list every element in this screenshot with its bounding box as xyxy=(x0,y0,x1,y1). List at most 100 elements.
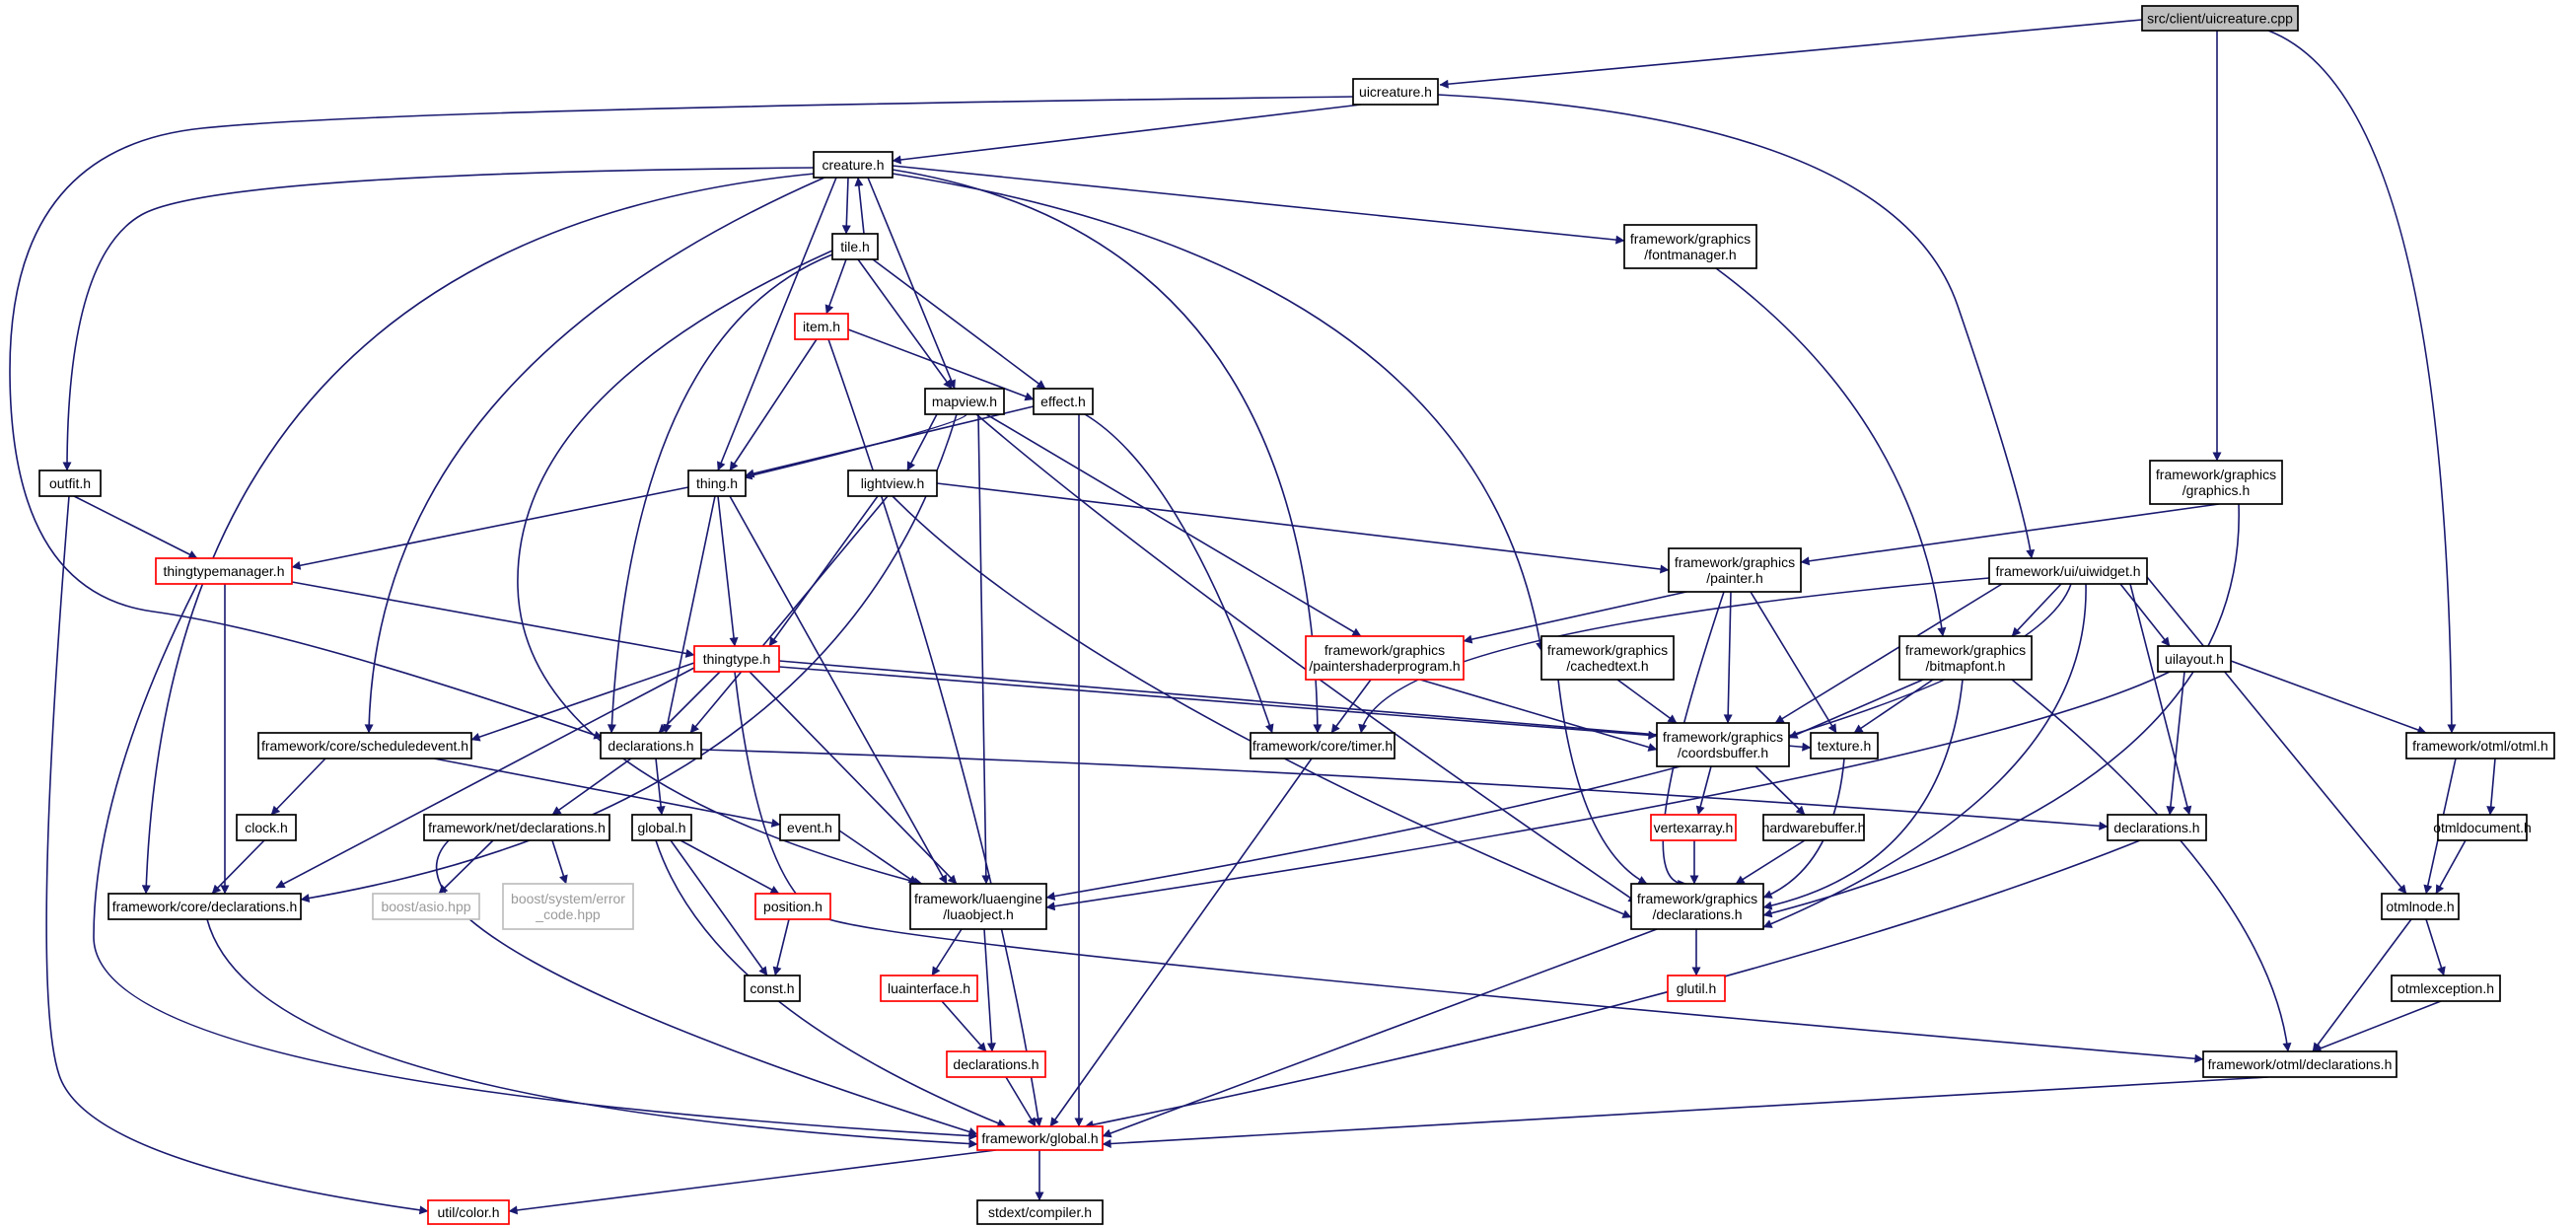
node-outfit-h[interactable]: outfit.h xyxy=(38,470,102,497)
edge-bitmapfont-h-to-coordsbuffer-h xyxy=(1788,679,1924,739)
node-color-h[interactable]: util/color.h xyxy=(427,1199,510,1225)
node-clock-h[interactable]: clock.h xyxy=(236,814,297,841)
node-declarations-h[interactable]: declarations.h xyxy=(600,732,702,759)
node-label: /paintershaderprogram.h xyxy=(1309,658,1460,674)
node-lua-declarations-h[interactable]: declarations.h xyxy=(946,1050,1046,1078)
node-glutil-h[interactable]: glutil.h xyxy=(1667,975,1726,1002)
node-label: /cachedtext.h xyxy=(1566,658,1648,674)
node-label: framework/core/timer.h xyxy=(1252,738,1393,754)
edge-texture-h-to-gfx-declarations-h xyxy=(1762,758,1845,899)
edge-uiwidget-h-to-gfx-declarations-h xyxy=(1762,583,2087,928)
node-item-h[interactable]: item.h xyxy=(794,313,849,340)
edge-bitmapfont-h-to-texture-h xyxy=(1853,679,1934,734)
node-uicreature-cpp[interactable]: src/client/uicreature.cpp xyxy=(2141,5,2299,32)
node-label: framework/luaengine xyxy=(914,891,1042,906)
edge-timer-h-to-fw-global-h xyxy=(1049,758,1313,1127)
edge-scheduledevent-h-to-event-h xyxy=(433,758,781,828)
node-box xyxy=(1656,722,1790,767)
node-otmldocument-h[interactable]: otmldocument.h xyxy=(2433,814,2532,841)
node-fw-global-h[interactable]: framework/global.h xyxy=(976,1125,1104,1151)
edge-painter-h-to-gfx-declarations-h xyxy=(1662,591,1725,890)
node-tile-h[interactable]: tile.h xyxy=(831,233,879,260)
edge-uicreature-cpp-to-uicreature-h xyxy=(1439,19,2143,89)
edge-uiwidget-h-to-bitmapfont-h xyxy=(2011,583,2062,637)
node-boost-asio[interactable]: boost/asio.hpp xyxy=(372,893,480,920)
node-core-declarations-h[interactable]: framework/core/declarations.h xyxy=(107,893,302,920)
node-cachedtext-h[interactable]: framework/graphics/cachedtext.h xyxy=(1540,635,1675,681)
edge-painter-h-to-paintershaderprogram-h xyxy=(1463,591,1687,644)
node-painter-h[interactable]: framework/graphics/painter.h xyxy=(1668,547,1802,593)
node-label: /fontmanager.h xyxy=(1644,247,1736,262)
edge-creature-h-to-core-declarations-h xyxy=(141,173,816,895)
node-thingtype-h[interactable]: thingtype.h xyxy=(693,645,780,673)
node-otmlexception-h[interactable]: otmlexception.h xyxy=(2391,975,2501,1002)
node-paintershaderprogram-h[interactable]: framework/graphics/paintershaderprogram.… xyxy=(1305,635,1465,681)
node-texture-h[interactable]: texture.h xyxy=(1810,732,1879,759)
node-scheduledevent-h[interactable]: framework/core/scheduledevent.h xyxy=(257,732,472,759)
node-const-h[interactable]: const.h xyxy=(744,975,801,1002)
node-hardwarebuffer-h[interactable]: hardwarebuffer.h xyxy=(1762,814,1866,841)
node-timer-h[interactable]: framework/core/timer.h xyxy=(1250,732,1395,759)
node-thingtypemanager-h[interactable]: thingtypemanager.h xyxy=(155,557,293,585)
node-compiler-h[interactable]: stdext/compiler.h xyxy=(976,1199,1104,1225)
edge-global-h-to-const-h xyxy=(670,839,768,976)
node-gfx-declarations-h[interactable]: framework/graphics/declarations.h xyxy=(1630,883,1764,930)
node-label: declarations.h xyxy=(608,738,693,754)
node-box xyxy=(831,233,879,260)
node-vertexarray-h[interactable]: vertexarray.h xyxy=(1650,814,1737,841)
edge-uiwidget-h-to-luaobject-h xyxy=(1045,583,2072,901)
node-ui-declarations-h[interactable]: declarations.h xyxy=(2107,814,2207,841)
node-box xyxy=(2107,814,2207,841)
edge-painter-h-to-coordsbuffer-h xyxy=(1723,591,1733,724)
edge-creature-h-to-thing-h xyxy=(717,177,837,471)
node-event-h[interactable]: event.h xyxy=(779,814,840,841)
node-otml-declarations-h[interactable]: framework/otml/declarations.h xyxy=(2202,1050,2397,1078)
node-label: effect.h xyxy=(1040,394,1086,409)
node-uilayout-h[interactable]: uilayout.h xyxy=(2157,645,2232,673)
node-luaobject-h[interactable]: framework/luaengine/luaobject.h xyxy=(909,883,1047,930)
edge-clock-h-to-core-declarations-h xyxy=(211,839,265,895)
node-net-declarations-h[interactable]: framework/net/declarations.h xyxy=(423,814,610,841)
node-otml-h[interactable]: framework/otml/otml.h xyxy=(2405,732,2555,759)
node-otmlnode-h[interactable]: otmlnode.h xyxy=(2381,893,2460,920)
edge-fw-global-h-to-color-h xyxy=(508,1149,997,1215)
edge-luainterface-h-to-lua-declarations-h xyxy=(941,1000,987,1052)
edge-painter-h-to-texture-h xyxy=(1750,591,1837,734)
node-thing-h[interactable]: thing.h xyxy=(687,470,747,497)
node-label: position.h xyxy=(763,899,823,914)
node-coordsbuffer-h[interactable]: framework/graphics/coordsbuffer.h xyxy=(1656,722,1790,767)
node-global-h[interactable]: global.h xyxy=(631,814,692,841)
node-label: util/color.h xyxy=(437,1204,499,1220)
node-label: stdext/compiler.h xyxy=(988,1204,1092,1220)
edge-mapview-h-to-paintershaderprogram-h xyxy=(985,413,1362,637)
node-box xyxy=(693,645,780,673)
node-box xyxy=(909,883,1047,930)
node-fontmanager-h[interactable]: framework/graphics/fontmanager.h xyxy=(1623,224,1757,269)
edge-luaobject-h-to-luainterface-h xyxy=(931,928,963,976)
node-box xyxy=(794,313,849,340)
node-label: otmlnode.h xyxy=(2386,899,2454,914)
node-effect-h[interactable]: effect.h xyxy=(1033,388,1094,415)
edge-gfx-declarations-h-to-fw-global-h xyxy=(1102,928,1658,1138)
node-box xyxy=(1898,635,2033,681)
node-label: lightview.h xyxy=(861,475,925,491)
edge-tile-h-to-declarations-h xyxy=(607,253,833,734)
node-boost-error-code[interactable]: boost/system/error_code.hpp xyxy=(502,883,634,930)
node-label: src/client/uicreature.cpp xyxy=(2147,11,2293,27)
node-uiwidget-h[interactable]: framework/ui/uiwidget.h xyxy=(1988,557,2148,585)
node-bitmapfont-h[interactable]: framework/graphics/bitmapfont.h xyxy=(1898,635,2033,681)
edge-cachedtext-h-to-gfx-declarations-h xyxy=(1557,679,1648,885)
node-label: vertexarray.h xyxy=(1654,820,1734,835)
node-creature-h[interactable]: creature.h xyxy=(813,151,894,179)
edge-uiwidget-h-to-otmlnode-h xyxy=(2146,576,2407,895)
node-mapview-h[interactable]: mapview.h xyxy=(924,388,1005,415)
node-lightview-h[interactable]: lightview.h xyxy=(847,470,938,497)
node-fw-graphics-h[interactable]: framework/graphics/graphics.h xyxy=(2149,460,2283,505)
node-box xyxy=(155,557,293,585)
edge-thingtype-h-to-coordsbuffer-h xyxy=(778,666,1658,740)
node-position-h[interactable]: position.h xyxy=(754,893,831,920)
node-luainterface-h[interactable]: luainterface.h xyxy=(880,975,978,1002)
edge-uiwidget-h-to-ui-declarations-h xyxy=(2129,583,2192,816)
edge-fw-graphics-h-to-painter-h xyxy=(1800,503,2220,566)
node-uicreature-h[interactable]: uicreature.h xyxy=(1352,78,1439,106)
